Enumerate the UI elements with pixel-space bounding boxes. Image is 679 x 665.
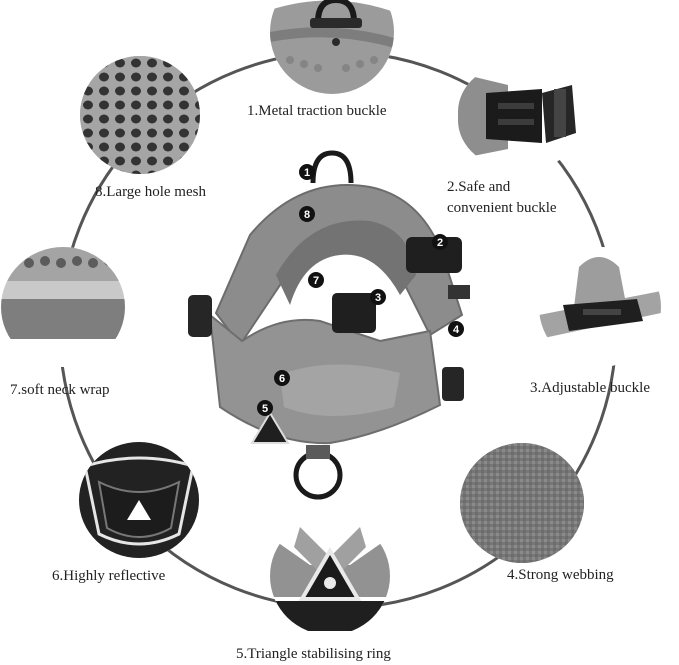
thumb-reflective (79, 442, 199, 558)
metal-d-ring-icon (270, 0, 394, 94)
reflective-trim-icon (79, 442, 199, 558)
label-2-line1: 2.Safe and (447, 179, 511, 195)
thumb-adjustable-buckle (539, 247, 661, 367)
neck-wrap-icon (1, 247, 125, 367)
label-1: 1.Metal traction buckle (247, 103, 387, 119)
thumb-release-buckle (458, 63, 584, 169)
thumb-mesh (80, 56, 200, 174)
triangle-ring-icon (270, 517, 390, 635)
label-4: 4.Strong webbing (507, 567, 614, 583)
label-8: 8.Large hole mesh (95, 184, 206, 200)
label-5: 5.Triangle stabilising ring (236, 646, 391, 662)
thumb-neck-wrap (1, 247, 125, 367)
label-2-line2: convenient buckle (447, 200, 557, 216)
thumb-triangle-ring (270, 517, 390, 635)
label-3: 3.Adjustable buckle (530, 380, 650, 396)
thumb-webbing (460, 443, 584, 563)
side-release-buckle-icon (458, 63, 584, 169)
mesh-fabric-icon (80, 56, 200, 174)
harness-illustration (188, 150, 470, 500)
adjustable-slider-icon (539, 247, 661, 367)
webbing-texture-icon (460, 443, 584, 563)
label-6: 6.Highly reflective (52, 568, 166, 584)
label-7: 7.soft neck wrap (10, 382, 110, 398)
thumb-metal-buckle (270, 0, 394, 94)
